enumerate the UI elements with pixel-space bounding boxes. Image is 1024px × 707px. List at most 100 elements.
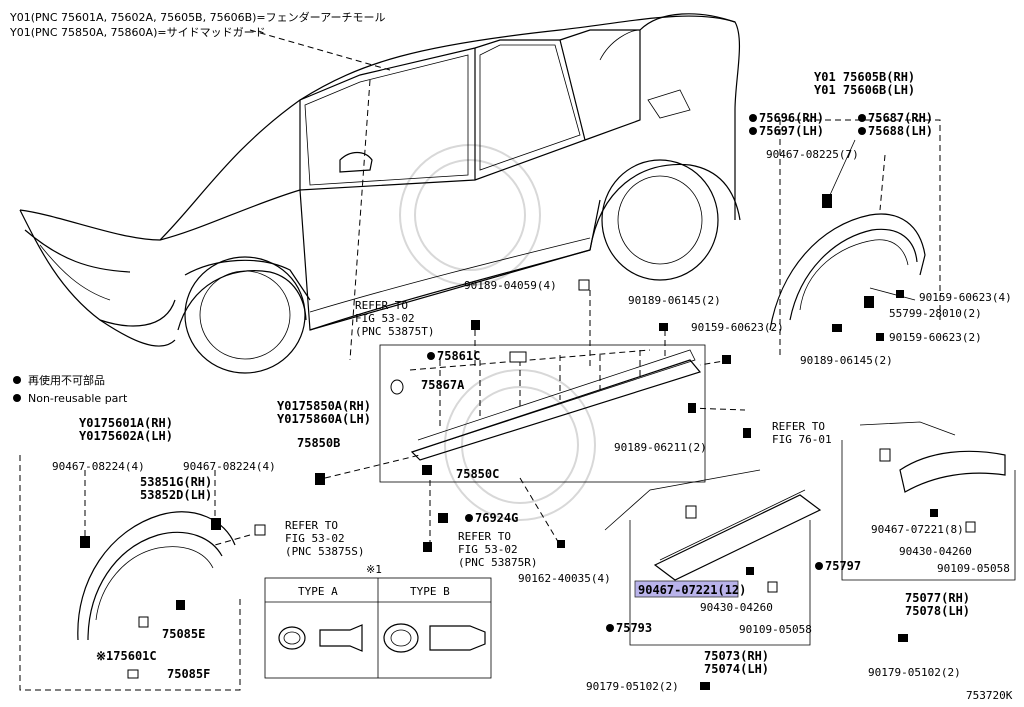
label-90179-05102-b: 90179-05102(2) bbox=[586, 680, 679, 693]
label-75850B: 75850B bbox=[297, 436, 340, 450]
screw-90159-b bbox=[876, 333, 884, 341]
label-76924G: 76924G bbox=[475, 511, 518, 525]
label-55799: 55799-28010(2) bbox=[889, 307, 982, 320]
label-53851G: 53851G(RH) bbox=[140, 475, 212, 489]
clip-75850B bbox=[315, 473, 325, 485]
label-refer1-c: (PNC 53875T) bbox=[355, 325, 434, 338]
label-90189-04059: 90189-04059(4) bbox=[464, 279, 557, 292]
label-75085F: 75085F bbox=[167, 667, 210, 681]
label-90159-60623-4: 90159-60623(4) bbox=[919, 291, 1012, 304]
rocker-molding-group bbox=[604, 469, 822, 690]
label-75687: 75687(RH) bbox=[868, 111, 933, 125]
clip-90430-04260-a bbox=[930, 509, 938, 517]
screw-90179-b bbox=[700, 682, 710, 690]
label-75850A: Y0175850A(RH) bbox=[277, 399, 371, 413]
label-75861C: 75861C bbox=[437, 349, 480, 363]
label-refer3-b: FIG 53-02 bbox=[458, 543, 518, 556]
screw-90159-a bbox=[896, 290, 904, 298]
label-90467-07221-12: 90467-07221(12) bbox=[638, 583, 746, 597]
label-90467-08224-a: 90467-08224(4) bbox=[52, 460, 145, 473]
label-90189-06145-a: 90189-06145(2) bbox=[628, 294, 721, 307]
label-refer1-b: FIG 53-02 bbox=[355, 312, 415, 325]
label-refer2-a: REFER TO bbox=[285, 519, 338, 532]
label-75074: 75074(LH) bbox=[704, 662, 769, 676]
clip-refer-53875T bbox=[471, 320, 480, 330]
label-90467-08225: 90467-08225(7) bbox=[766, 148, 859, 161]
label-75688: 75688(LH) bbox=[868, 124, 933, 138]
clip-90467-07221-b bbox=[685, 505, 697, 519]
nonreuse-dot-75797 bbox=[815, 562, 823, 570]
label-75850C: 75850C bbox=[456, 467, 499, 481]
nonreuse-dot-76924G bbox=[465, 514, 473, 522]
label-refer1-a: REFER TO bbox=[355, 299, 408, 312]
label-refer4-a: REFER TO bbox=[772, 420, 825, 433]
label-90159-60623-2c: 90159-60623(2) bbox=[691, 321, 784, 334]
clip-90467-08225 bbox=[822, 194, 832, 208]
legend-text-jp: 再使用不可部品 bbox=[28, 373, 105, 387]
label-75793: 75793 bbox=[616, 621, 652, 635]
clip-75085E bbox=[176, 600, 185, 610]
header-line-1: Y01(PNC 75601A, 75602A, 75605B, 75606B)=… bbox=[9, 10, 386, 24]
label-refer3-c: (PNC 53875R) bbox=[458, 556, 537, 569]
label-refer4-b: FIG 76-01 bbox=[772, 433, 832, 446]
label-75605B: Y01 75605B(RH) bbox=[814, 70, 915, 84]
nonreuse-dot-75861C bbox=[427, 352, 435, 360]
label-90159-60623-2b: 90159-60623(2) bbox=[889, 331, 982, 344]
label-75867A: 75867A bbox=[421, 378, 465, 392]
type-a-ring bbox=[278, 626, 306, 650]
nonreuse-dot-75697 bbox=[749, 127, 757, 135]
legend-dot-2 bbox=[13, 394, 21, 402]
label-90162: 90162-40035(4) bbox=[518, 572, 611, 585]
clip-90467-08224-b bbox=[211, 518, 221, 530]
car-body-illustration bbox=[19, 13, 741, 374]
nonreuse-dot-75687 bbox=[858, 114, 866, 122]
label-90430-04260-b: 90430-04260 bbox=[700, 601, 773, 614]
label-75602A: Y0175602A(LH) bbox=[79, 429, 173, 443]
clip-55799 bbox=[864, 296, 874, 308]
clip-75085F bbox=[127, 669, 139, 679]
clip-90467-07221-a bbox=[879, 448, 891, 462]
label-refer3-a: REFER TO bbox=[458, 530, 511, 543]
part-75861C bbox=[509, 351, 527, 363]
clip-type-table bbox=[264, 577, 492, 679]
label-75078: 75078(LH) bbox=[905, 604, 970, 618]
label-75085E: 75085E bbox=[162, 627, 205, 641]
label-75697: 75697(LH) bbox=[759, 124, 824, 138]
label-refer2-c: (PNC 53875S) bbox=[285, 545, 364, 558]
clip-90467-08224-a bbox=[80, 536, 90, 548]
type-b-pin bbox=[429, 625, 486, 651]
clip-76924G bbox=[438, 513, 448, 523]
label-75077: 75077(RH) bbox=[905, 591, 970, 605]
nonreuse-dot-75688 bbox=[858, 127, 866, 135]
highlight-90467-07221-12 bbox=[634, 580, 739, 598]
clip-75850C bbox=[422, 465, 432, 475]
type-a-pin bbox=[319, 624, 363, 652]
label-type-a: TYPE A bbox=[298, 585, 338, 598]
clip-90430-04260-b bbox=[746, 567, 754, 575]
side-mudguard-group bbox=[315, 279, 751, 485]
label-note-mark: ※1 bbox=[366, 563, 382, 576]
clip-90109-05058-b bbox=[767, 581, 778, 593]
leader-side-guard bbox=[349, 79, 371, 361]
rear-molding-group bbox=[841, 421, 1016, 642]
type-b-ring bbox=[383, 623, 419, 653]
clip-75601C bbox=[138, 616, 149, 628]
legend: 再使用不可部品 Non-reusable part bbox=[13, 373, 128, 405]
label-75601C: ※175601C bbox=[96, 649, 157, 663]
legend-text-en: Non-reusable part bbox=[28, 392, 128, 405]
label-90109-05058-b: 90109-05058 bbox=[739, 623, 812, 636]
label-refer2-b: FIG 53-02 bbox=[285, 532, 345, 545]
header-line-2: Y01(PNC 75850A, 75860A)=サイドマッドガード bbox=[9, 26, 266, 39]
diagram-id: 753720K bbox=[966, 689, 1013, 702]
label-90430-04260-a: 90430-04260 bbox=[899, 545, 972, 558]
clip-90189-04059 bbox=[578, 279, 590, 291]
label-75696: 75696(RH) bbox=[759, 111, 824, 125]
clip-75867A bbox=[390, 379, 404, 395]
screw-90179-a bbox=[898, 634, 908, 642]
label-type-b: TYPE B bbox=[410, 585, 450, 598]
watermark-seal bbox=[399, 144, 596, 521]
legend-dot-1 bbox=[13, 376, 21, 384]
label-90109-05058-a: 90109-05058 bbox=[937, 562, 1010, 575]
